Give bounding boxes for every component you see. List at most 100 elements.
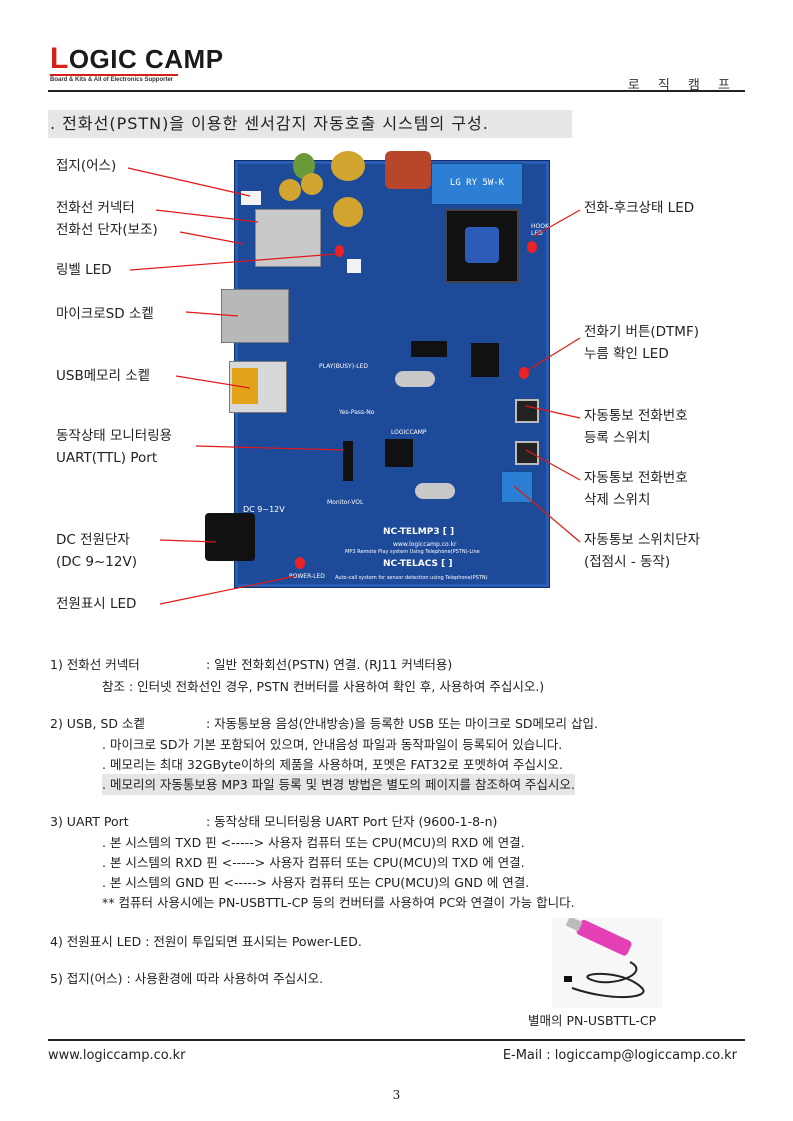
dc-label: DC 9~12V (243, 505, 285, 514)
label-dc-jack: DC 전원단자 (56, 532, 130, 548)
monitor-vol-label: Monitor-VOL (327, 499, 364, 506)
label-ring-led: 링벨 LED (56, 262, 112, 278)
board-model1: NC-TELMP3 [ ] (383, 527, 455, 537)
company-name: 로 직 캠 프 (627, 78, 737, 93)
power-led (295, 557, 305, 569)
item1-note: 참조 : 인터넷 전화선인 경우, PSTN 컨버터를 사용하여 확인 후, 사… (102, 679, 545, 694)
callout-line (159, 575, 297, 605)
item3-text: : 동작상태 모니터링용 UART Port 단자 (9600-1-8-n) (206, 814, 498, 829)
uart-header (343, 441, 353, 481)
callout-line (527, 337, 581, 371)
crystal (415, 483, 455, 499)
label-phone-connector: 전화선 커넥터 (56, 200, 135, 216)
board-model2-desc: Auto-call system for sensor detection us… (335, 575, 488, 581)
board-model2: NC-TELACS [ ] (383, 559, 453, 569)
footer-email: E-Mail : logiccamp@logiccamp.co.kr (502, 1048, 737, 1063)
callout-line (533, 209, 581, 237)
item2-text: : 자동통보용 음성(안내방송)을 등록한 USB 또는 마이크로 SD메모리 … (206, 716, 598, 731)
logo-tagline: Board & Kits & All of Electronics Suppor… (50, 77, 174, 83)
callout-line (525, 405, 581, 419)
label-register-switch: 등록 스위치 (584, 430, 651, 446)
mcu-chip (385, 439, 413, 467)
relay: LG RY 5W-K (431, 163, 523, 205)
ring-led-socket (347, 259, 361, 273)
capacitor (279, 179, 301, 201)
page-number: 3 (392, 1088, 401, 1102)
item2-head: 2) USB, SD 소켙 (50, 716, 145, 731)
footer-website: www.logiccamp.co.kr (48, 1048, 186, 1063)
label-dc-range: (DC 9~12V) (56, 554, 137, 570)
callout-line (525, 449, 581, 481)
item3-line1: . 본 시스템의 TXD 핀 <-----> 사용자 컴퓨터 또는 CPU(MC… (102, 835, 525, 850)
logo-first-letter: L (50, 42, 69, 75)
item2-line2: . 메모리는 최대 32GByte이하의 제품을 사용하며, 포멧은 FAT32… (102, 757, 564, 772)
label-hook-led: 전화-후크상태 LED (584, 200, 695, 216)
delete-switch (515, 441, 539, 465)
label-dtmf: 전화기 버튼(DTMF) (584, 324, 699, 340)
item1-head: 1) 전화선 커넥터 (50, 657, 140, 672)
callout-line (127, 167, 251, 197)
capacitor (385, 151, 431, 189)
board-url: www.logiccamp.co.kr (393, 541, 457, 548)
label-phone-terminal: 전화선 단자(보조) (56, 222, 158, 238)
item1-text: : 일반 전화회선(PSTN) 연결. (RJ11 커넥터용) (206, 657, 453, 672)
dc-jack (205, 513, 255, 561)
power-led-label: POWER-LED (289, 573, 325, 580)
cable-wire (571, 961, 645, 998)
label-dtmf-led: 누름 확인 LED (584, 346, 669, 362)
capacitor (331, 151, 365, 181)
label-contact: (접점시 - 동작) (584, 554, 671, 570)
callout-line (185, 311, 239, 317)
cable-dongle (565, 918, 632, 956)
board-photo: LG RY 5W-K HOOK-LED DC 9~12V POWER-LED L… (205, 151, 551, 588)
yes-pass-no-label: Yes-Pass-No (339, 409, 375, 416)
playbusy-label: PLAY(BUSY)-LED (319, 363, 368, 370)
hook-led (527, 241, 537, 253)
board-logo: LOGICCAMP (391, 429, 427, 436)
item2-line3: . 메모리의 자동통보용 MP3 파일 등록 및 변경 방법은 별도의 페이지를… (102, 774, 575, 795)
label-usb: USB메모리 소켙 (56, 368, 151, 384)
capacitor (333, 197, 363, 227)
logo-underline (50, 74, 178, 76)
ic-chip (411, 341, 447, 357)
label-power-led: 전원표시 LED (56, 596, 137, 612)
callout-line (159, 539, 217, 543)
item3-head: 3) UART Port (50, 814, 129, 829)
logo-rest: OGIC CAMP (68, 44, 224, 74)
label-ground: 접지(어스) (56, 158, 117, 174)
callout-line (195, 445, 345, 451)
footer-rule (48, 1039, 745, 1041)
callout-line (179, 231, 245, 245)
label-delete: 자동통보 전화번호 (584, 470, 688, 486)
board-model1-desc: MP3 Remote Play system Using Telephone(P… (345, 549, 480, 555)
label-register: 자동통보 전화번호 (584, 408, 688, 424)
register-switch (515, 399, 539, 423)
label-uart: UART(TTL) Port (56, 450, 158, 466)
label-monitor: 동작상태 모니터링용 (56, 428, 173, 444)
item5: 5) 접지(어스) : 사용환경에 따라 사용하여 주십시오. (50, 971, 324, 986)
transformer (445, 209, 519, 283)
capacitor (301, 173, 323, 195)
rj11-connector (255, 209, 321, 267)
item3-line2: . 본 시스템의 RXD 핀 <-----> 사용자 컴퓨터 또는 CPU(MC… (102, 855, 525, 870)
callout-lines (127, 167, 581, 605)
header-rule (48, 90, 745, 92)
crystal (395, 371, 435, 387)
label-switch-terminal: 자동통보 스위치단자 (584, 532, 701, 548)
ic-chip (471, 343, 499, 377)
dtmf-led (519, 367, 529, 379)
item3-line3: . 본 시스템의 GND 핀 <-----> 사용자 컴퓨터 또는 CPU(MC… (102, 875, 530, 890)
item4: 4) 전원표시 LED : 전원이 투입되면 표시되는 Power-LED. (50, 934, 362, 949)
logo: LOGIC CAMP (50, 44, 224, 74)
relay-label: LG RY 5W-K (449, 178, 505, 188)
label-microsd: 마이크로SD 소켙 (56, 306, 154, 322)
callout-line (129, 253, 337, 271)
capacitor (293, 153, 315, 179)
usb-ttl-cable-photo (552, 918, 662, 1008)
callout-line (175, 375, 251, 389)
cable-caption: 별매의 PN-USBTTL-CP (528, 1013, 657, 1028)
section-title: . 전화선(PSTN)을 이용한 센서감지 자동호출 시스템의 구성. (48, 110, 572, 138)
callout-line (155, 209, 259, 223)
item2-line1: . 마이크로 SD가 기본 포함되어 있으며, 안내음성 파일과 동작파일이 등… (102, 737, 563, 752)
hook-led-label: HOOK-LED (531, 223, 551, 237)
